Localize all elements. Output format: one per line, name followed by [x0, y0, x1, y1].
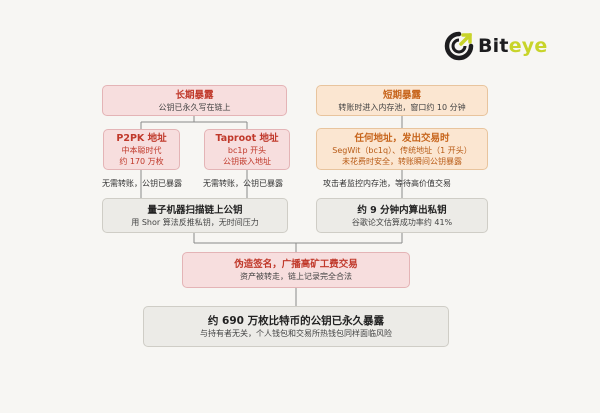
forge-subtitle: 资产被转走，链上记录完全合法 [240, 272, 352, 281]
any-address-line1: SegWit（bc1q）、传统地址（1 开头） [332, 145, 472, 155]
final-subtitle: 与持有者无关，个人钱包和交易所热钱包同样面临风险 [200, 329, 392, 338]
forge-title: 伪造签名，广播高矿工费交易 [234, 259, 358, 270]
final-title: 约 690 万枚比特币的公钥已永久暴露 [207, 315, 385, 327]
taproot-edge-label: 无需转账，公钥已暴露 [203, 179, 283, 188]
long-term-subtitle: 公钥已永久写在链上 [158, 102, 231, 112]
taproot-address-box: Taproot 地址 bc1p 开头 公钥嵌入地址 [204, 129, 290, 170]
any-address-line2: 未花费时安全，转账瞬间公钥暴露 [342, 156, 462, 166]
quantum-scan-title: 量子机器扫描链上公钥 [147, 204, 243, 216]
taproot-line2: 公钥嵌入地址 [223, 157, 271, 166]
p2pk-title: P2PK 地址 [116, 133, 167, 144]
any-address-box: 任何地址，发出交易时 SegWit（bc1q）、传统地址（1 开头） 未花费时安… [316, 128, 488, 170]
nine-minute-subtitle: 谷歌论文估算成功率约 41% [351, 217, 453, 227]
biteye-logo-text: Biteye [478, 35, 548, 57]
quantum-scan-box: 量子机器扫描链上公钥 用 Shor 算法反推私钥，无时间压力 [102, 198, 288, 233]
nine-minute-title: 约 9 分钟内算出私钥 [357, 204, 447, 216]
p2pk-line1: 中本聪时代 [121, 146, 162, 155]
long-term-exposure-box: 长期暴露 公钥已永久写在链上 [102, 85, 287, 116]
p2pk-address-box: P2PK 地址 中本聪时代 约 170 万枚 [103, 129, 180, 170]
short-term-title: 短期暴露 [382, 89, 421, 101]
long-term-title: 长期暴露 [175, 89, 214, 101]
quantum-scan-subtitle: 用 Shor 算法反推私钥，无时间压力 [131, 217, 259, 227]
short-term-subtitle: 转账时进入内存池，窗口约 10 分钟 [338, 102, 466, 112]
p2pk-line2: 约 170 万枚 [119, 157, 164, 166]
biteye-logo: Biteye [444, 30, 564, 62]
short-term-exposure-box: 短期暴露 转账时进入内存池，窗口约 10 分钟 [316, 85, 488, 116]
taproot-line1: bc1p 开头 [227, 146, 267, 155]
p2pk-edge-label: 无需转账，公钥已暴露 [102, 179, 182, 188]
taproot-title: Taproot 地址 [215, 133, 279, 144]
nine-minute-crack-box: 约 9 分钟内算出私钥 谷歌论文估算成功率约 41% [316, 198, 488, 233]
final-exposure-box: 约 690 万枚比特币的公钥已永久暴露 与持有者无关，个人钱包和交易所热钱包同样… [143, 306, 449, 347]
any-address-title: 任何地址，发出交易时 [354, 132, 450, 144]
biteye-logo-icon [444, 31, 474, 61]
forge-signature-box: 伪造签名，广播高矿工费交易 资产被转走，链上记录完全合法 [182, 252, 410, 288]
any-address-edge-label: 攻击者监控内存池，等待高价值交易 [323, 179, 451, 188]
